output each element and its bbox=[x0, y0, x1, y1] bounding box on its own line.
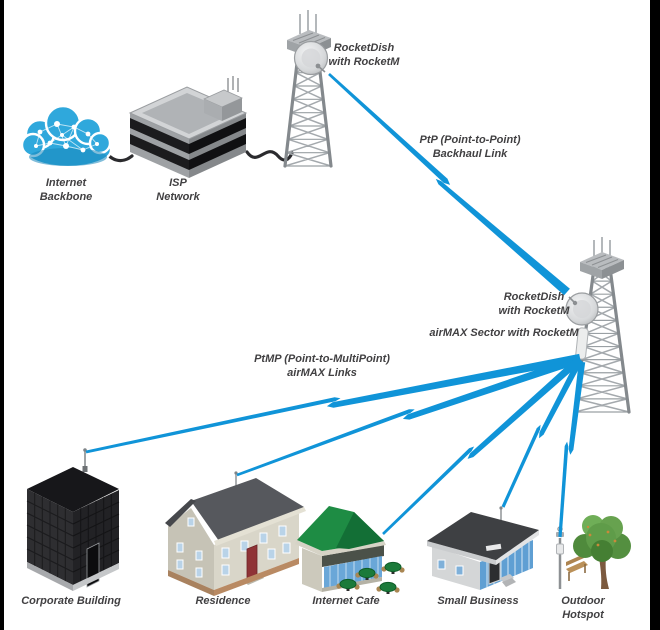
hotspot-ap-device bbox=[556, 543, 564, 555]
label-airmax-sector: airMAX Sector with RocketM bbox=[429, 327, 579, 339]
link-ptmp-hotspot bbox=[568, 361, 586, 455]
airmax-sector-antenna bbox=[575, 327, 589, 360]
label-outdoor-hotspot: Outdoor Hotspot bbox=[561, 595, 605, 621]
isp-network-server bbox=[128, 76, 248, 178]
cafe-awning bbox=[322, 545, 384, 567]
internet-cafe bbox=[295, 506, 405, 594]
corporate-building bbox=[26, 448, 120, 591]
link-ptmp-residence bbox=[402, 355, 582, 420]
cloud-network-nodes bbox=[34, 121, 99, 153]
label-corporate-building: Corporate Building bbox=[21, 595, 121, 607]
park-bench bbox=[566, 554, 588, 581]
label-rocketdish-right: RocketDish with RocketM bbox=[498, 291, 570, 317]
outdoor-hotspot bbox=[556, 515, 631, 589]
residence-windows bbox=[176, 517, 291, 578]
wireless-links-layer bbox=[85, 73, 586, 538]
link-ptp-backhaul bbox=[328, 73, 451, 185]
tower-right bbox=[565, 237, 631, 414]
cable-isp-to-tower bbox=[245, 150, 294, 162]
link-ptmp-cafe bbox=[382, 446, 475, 535]
residence-house bbox=[165, 471, 306, 596]
small-business bbox=[427, 506, 539, 590]
link-ptmp-corporate bbox=[85, 397, 341, 454]
label-ptp-link: PtP (Point-to-Point) Backhaul Link bbox=[419, 134, 521, 160]
cafe-tables bbox=[336, 561, 405, 594]
small-business-roof bbox=[427, 512, 539, 560]
label-internet-backbone: Internet Backbone bbox=[39, 177, 93, 203]
label-ptmp-links: PtMP (Point-to-MultiPoint) airMAX Links bbox=[254, 353, 390, 379]
tower-top bbox=[283, 10, 333, 168]
label-internet-cafe: Internet Cafe bbox=[312, 595, 380, 607]
label-small-business: Small Business bbox=[437, 595, 519, 607]
link-ptmp-hotspot bbox=[558, 441, 569, 538]
link-ptmp-cafe bbox=[467, 356, 583, 459]
left-black-edge bbox=[0, 0, 4, 630]
link-ptmp-corporate bbox=[326, 353, 581, 408]
label-residence: Residence bbox=[195, 595, 251, 607]
tree bbox=[573, 515, 631, 589]
server-top-unit bbox=[203, 76, 243, 121]
link-ptp-backhaul bbox=[435, 178, 570, 296]
link-ptmp-residence bbox=[236, 409, 415, 477]
label-isp-network: ISP Network bbox=[156, 177, 200, 203]
right-black-edge bbox=[650, 0, 660, 630]
link-ptmp-smallbiz bbox=[539, 358, 583, 439]
label-rocketdish-top: RocketDish with RocketM bbox=[328, 42, 400, 68]
internet-backbone-cloud bbox=[20, 104, 113, 169]
link-ptmp-smallbiz bbox=[501, 424, 541, 508]
